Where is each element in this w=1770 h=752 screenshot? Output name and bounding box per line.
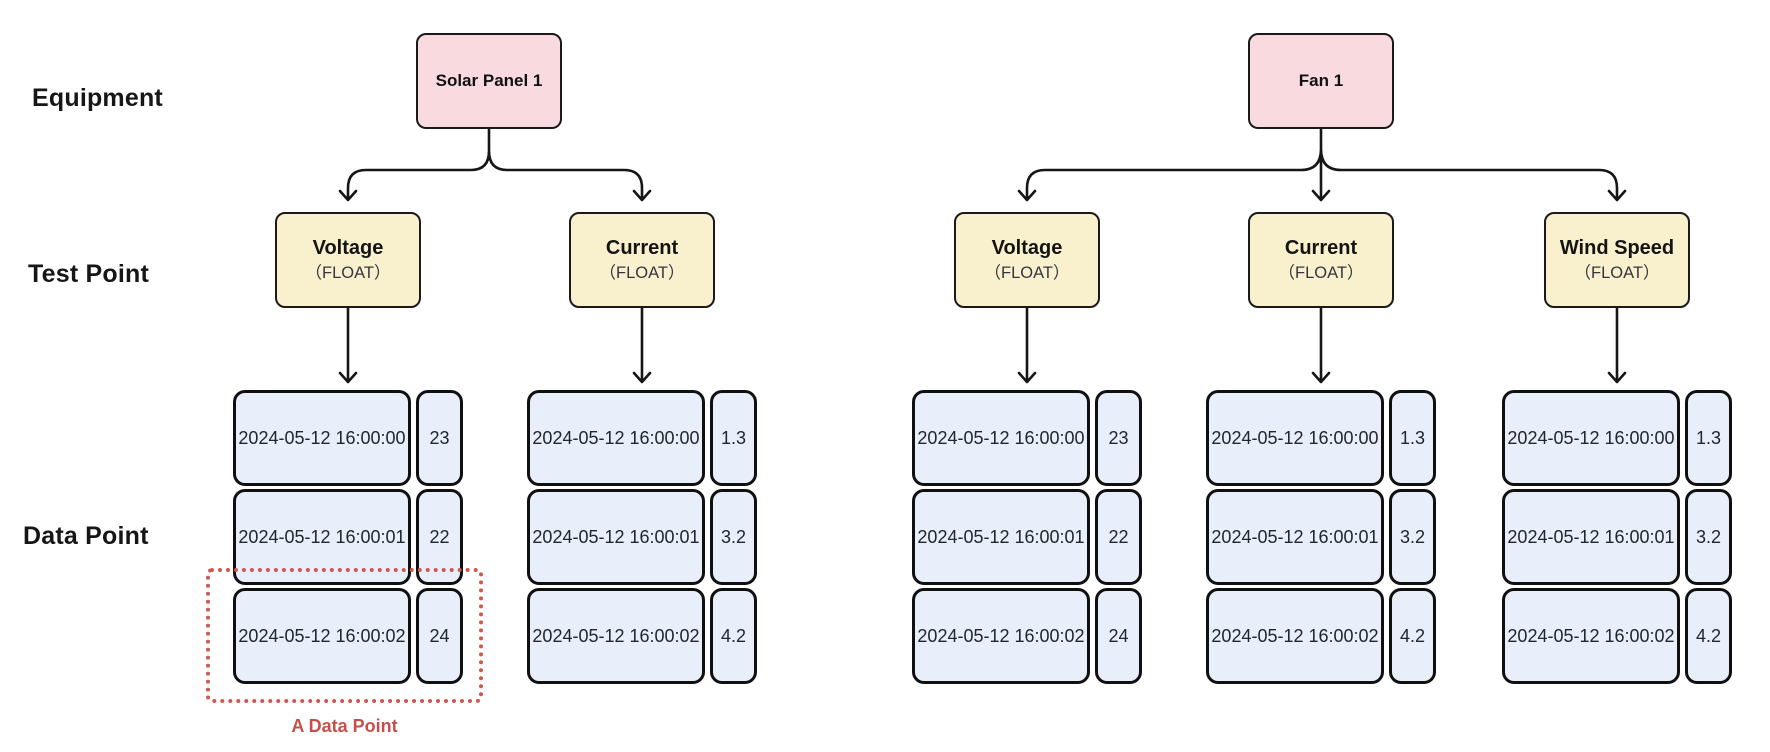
timestamp-cell: 2024-05-12 16:00:02	[527, 588, 705, 684]
timestamp-cell: 2024-05-12 16:00:01	[1502, 489, 1680, 585]
value-cell: 4.2	[1389, 588, 1436, 684]
value-cell: 23	[416, 390, 463, 486]
value-cell: 3.2	[1389, 489, 1436, 585]
data-point-row: 2024-05-12 16:00:01 3.2	[1206, 489, 1436, 585]
data-point-annotation: A Data Point	[291, 716, 398, 736]
data-point-row: 2024-05-12 16:00:01 3.2	[527, 489, 757, 585]
test-point-name: Current	[605, 237, 679, 260]
equipment-name: Solar Panel 1	[435, 71, 543, 90]
test-point-type: （FLOAT）	[1278, 264, 1364, 283]
value-cell: 1.3	[710, 390, 757, 486]
test-point-type: （FLOAT）	[984, 264, 1070, 283]
test-point-type: （FLOAT）	[305, 264, 391, 283]
data-table-solar-current: 2024-05-12 16:00:00 1.3 2024-05-12 16:00…	[527, 390, 757, 684]
test-point-type: （FLOAT）	[1574, 264, 1660, 283]
data-point-row: 2024-05-12 16:00:00 23	[233, 390, 463, 486]
value-cell: 3.2	[710, 489, 757, 585]
test-point-node-solar-current: Current （FLOAT）	[569, 212, 715, 308]
timestamp-cell: 2024-05-12 16:00:01	[912, 489, 1090, 585]
value-cell: 22	[1095, 489, 1142, 585]
timestamp-cell: 2024-05-12 16:00:01	[527, 489, 705, 585]
value-cell: 3.2	[1685, 489, 1732, 585]
data-table-fan-windspeed: 2024-05-12 16:00:00 1.3 2024-05-12 16:00…	[1502, 390, 1732, 684]
timestamp-cell: 2024-05-12 16:00:02	[1502, 588, 1680, 684]
data-point-row: 2024-05-12 16:00:02 4.2	[1206, 588, 1436, 684]
test-point-node-fan-windspeed: Wind Speed （FLOAT）	[1544, 212, 1690, 308]
data-point-row: 2024-05-12 16:00:02 24	[912, 588, 1142, 684]
equipment-node-fan-1: Fan 1	[1248, 33, 1394, 129]
value-cell: 23	[1095, 390, 1142, 486]
data-point-row: 2024-05-12 16:00:02 24	[233, 588, 463, 684]
value-cell: 4.2	[710, 588, 757, 684]
timestamp-cell: 2024-05-12 16:00:00	[1206, 390, 1384, 486]
data-point-row: 2024-05-12 16:00:02 4.2	[1502, 588, 1732, 684]
value-cell: 24	[1095, 588, 1142, 684]
value-cell: 4.2	[1685, 588, 1732, 684]
row-label-data-point: Data Point	[23, 522, 149, 550]
row-label-test-point: Test Point	[28, 260, 149, 288]
data-point-row: 2024-05-12 16:00:01 3.2	[1502, 489, 1732, 585]
data-point-row: 2024-05-12 16:00:02 4.2	[527, 588, 757, 684]
timestamp-cell: 2024-05-12 16:00:00	[527, 390, 705, 486]
value-cell: 1.3	[1389, 390, 1436, 486]
timestamp-cell: 2024-05-12 16:00:02	[233, 588, 411, 684]
arrow-solar-current-to-data	[632, 306, 652, 384]
arrow-fan-windspeed-to-data	[1607, 306, 1627, 384]
connector-fan-split	[1017, 127, 1627, 202]
arrow-fan-current-to-data	[1311, 306, 1331, 384]
data-point-row: 2024-05-12 16:00:00 1.3	[527, 390, 757, 486]
equipment-node-solar-panel-1: Solar Panel 1	[416, 33, 562, 129]
data-table-fan-current: 2024-05-12 16:00:00 1.3 2024-05-12 16:00…	[1206, 390, 1436, 684]
timestamp-cell: 2024-05-12 16:00:01	[1206, 489, 1384, 585]
timestamp-cell: 2024-05-12 16:00:00	[1502, 390, 1680, 486]
timestamp-cell: 2024-05-12 16:00:02	[1206, 588, 1384, 684]
test-point-name: Current	[1284, 237, 1358, 260]
test-point-node-solar-voltage: Voltage （FLOAT）	[275, 212, 421, 308]
equipment-name: Fan 1	[1298, 71, 1344, 90]
data-point-highlight-outline	[206, 568, 483, 703]
arrow-fan-voltage-to-data	[1017, 306, 1037, 384]
connector-solar-panel-split	[338, 127, 652, 202]
test-point-type: （FLOAT）	[599, 264, 685, 283]
test-point-name: Wind Speed	[1559, 237, 1675, 260]
test-point-node-fan-voltage: Voltage （FLOAT）	[954, 212, 1100, 308]
test-point-node-fan-current: Current （FLOAT）	[1248, 212, 1394, 308]
value-cell: 24	[416, 588, 463, 684]
data-point-row: 2024-05-12 16:00:00 1.3	[1502, 390, 1732, 486]
timestamp-cell: 2024-05-12 16:00:00	[912, 390, 1090, 486]
row-label-equipment: Equipment	[32, 84, 163, 112]
test-point-name: Voltage	[991, 237, 1063, 260]
value-cell: 1.3	[1685, 390, 1732, 486]
arrow-solar-voltage-to-data	[338, 306, 358, 384]
data-point-row: 2024-05-12 16:00:00 23	[912, 390, 1142, 486]
data-table-fan-voltage: 2024-05-12 16:00:00 23 2024-05-12 16:00:…	[912, 390, 1142, 684]
data-point-row: 2024-05-12 16:00:00 1.3	[1206, 390, 1436, 486]
test-point-name: Voltage	[312, 237, 384, 260]
data-point-row: 2024-05-12 16:00:01 22	[912, 489, 1142, 585]
timestamp-cell: 2024-05-12 16:00:02	[912, 588, 1090, 684]
timestamp-cell: 2024-05-12 16:00:00	[233, 390, 411, 486]
